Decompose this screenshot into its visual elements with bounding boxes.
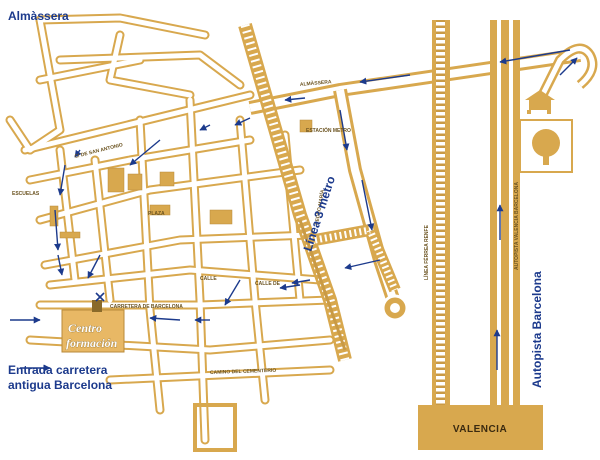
centre-label-line2: formación [66, 336, 118, 350]
tree-icon [519, 119, 573, 173]
street-estacion: ESTACIÓN METRO [306, 126, 351, 134]
origin-label-line2: antigua Barcelona [8, 378, 112, 392]
route-arrows [10, 49, 578, 372]
street-linea-ferrea: LÍNEA FÉRREA RENFE [422, 224, 430, 280]
town-label: Almàssera [8, 9, 69, 23]
city-label: VALENCIA [453, 424, 507, 435]
motorway [490, 20, 520, 410]
street-calle-a: CALLE [200, 276, 217, 282]
street-calle-b: CALLE DE [255, 281, 281, 287]
street-plaza: PLAZA [148, 211, 165, 217]
town-blocks [49, 119, 313, 452]
origin-label-line1: Entrada carretera [8, 363, 108, 377]
street-escuelas: ESCUELAS [12, 191, 40, 197]
motorway-label: Autopista Barcelona [530, 271, 544, 388]
street-camino: CAMINO DEL CEMENTERIO [210, 368, 277, 376]
street-almassera: ALMÀSSERA [300, 78, 333, 88]
street-san-antonio: C/ DE SAN ANTONIO [74, 142, 124, 160]
street-carretera: CARRETERA DE BARCELONA [110, 304, 183, 310]
centre-label-line1: Centro [68, 321, 102, 335]
training-centre: Centro formación [61, 300, 125, 353]
renfe-railway [432, 20, 450, 410]
x-mark-icon [95, 292, 105, 302]
valencia-block: VALENCIA [418, 405, 543, 450]
hut-icon [525, 90, 555, 114]
street-autopista: AUTOPISTA VALENCIA BARCELONA [514, 182, 520, 270]
